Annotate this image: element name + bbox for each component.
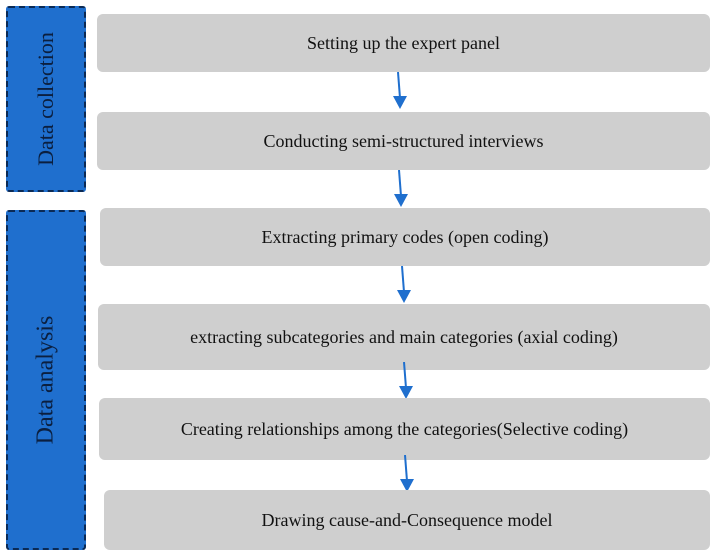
arrow-down-icon [400, 455, 414, 492]
data-analysis-panel: Data analysis [6, 210, 86, 550]
data-collection-panel: Data collection [6, 6, 86, 192]
data-collection-label: Data collection [33, 32, 58, 166]
step-setting-up-expert-panel: Setting up the expert panel [97, 14, 710, 72]
step-extracting-subcategories: extracting subcategories and main catego… [98, 304, 710, 370]
arrow-down-icon [399, 362, 413, 399]
data-analysis-label: Data analysis [32, 315, 59, 445]
step-drawing-model: Drawing cause-and-Consequence model [104, 490, 710, 550]
step-conducting-interviews: Conducting semi-structured interviews [97, 112, 710, 170]
step-creating-relationships: Creating relationships among the categor… [99, 398, 710, 460]
step-extracting-primary-codes: Extracting primary codes (open coding) [100, 208, 710, 266]
arrow-down-icon [394, 170, 408, 207]
arrow-down-icon [393, 72, 407, 109]
arrow-down-icon [397, 266, 411, 303]
